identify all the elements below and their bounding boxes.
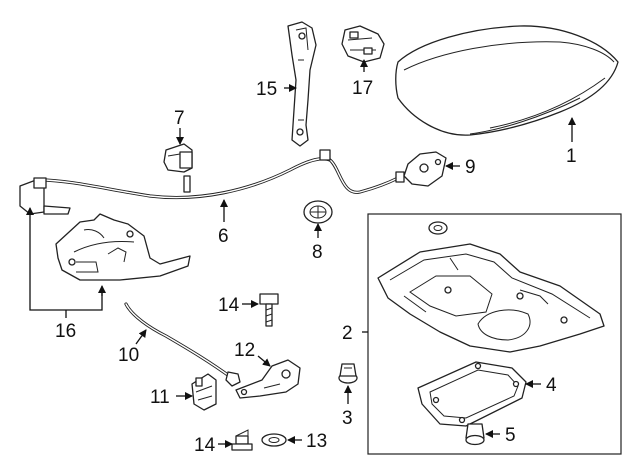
callout-11: 11 — [150, 387, 170, 408]
grommet-part — [303, 200, 333, 224]
support-rod-part — [124, 302, 241, 387]
cable-bracket-part — [403, 151, 447, 187]
bolt-upper-part — [259, 293, 279, 327]
clip-part — [338, 363, 358, 384]
callout-8: 8 — [312, 242, 323, 263]
rod-holder-part — [191, 373, 217, 411]
callout-labels: 1 2 3 4 5 6 7 8 9 10 11 12 13 14 14 15 1… — [55, 78, 577, 456]
bolt-lower-part — [231, 429, 253, 451]
callout-4: 4 — [546, 375, 557, 396]
undercover-inset-box — [367, 213, 622, 455]
hood-part — [395, 25, 619, 136]
rod-bracket-part — [235, 359, 301, 399]
leader-lines — [26, 59, 576, 448]
callout-9: 9 — [465, 157, 476, 178]
callout-2: 2 — [342, 323, 353, 344]
callout-14-lower: 14 — [194, 435, 216, 456]
leader-12 — [257, 355, 271, 367]
callout-13: 13 — [306, 431, 327, 452]
hinge-bracket-part — [341, 25, 385, 63]
hinge-arm-part — [287, 21, 317, 147]
leader-10 — [135, 329, 147, 345]
callout-3: 3 — [342, 408, 353, 429]
latch-switch-part — [163, 143, 193, 173]
callout-7: 7 — [174, 108, 185, 129]
callout-16: 16 — [55, 321, 76, 342]
callout-5: 5 — [505, 425, 516, 446]
callout-14-upper: 14 — [218, 295, 240, 316]
callout-17: 17 — [352, 78, 373, 99]
callout-10: 10 — [118, 345, 139, 366]
callout-15: 15 — [256, 79, 277, 100]
washer-part — [261, 433, 287, 447]
callout-1: 1 — [566, 146, 577, 167]
callout-6: 6 — [218, 226, 229, 247]
release-cable-part — [38, 149, 405, 200]
hood-latch-part — [19, 177, 191, 281]
callout-12: 12 — [234, 340, 255, 361]
